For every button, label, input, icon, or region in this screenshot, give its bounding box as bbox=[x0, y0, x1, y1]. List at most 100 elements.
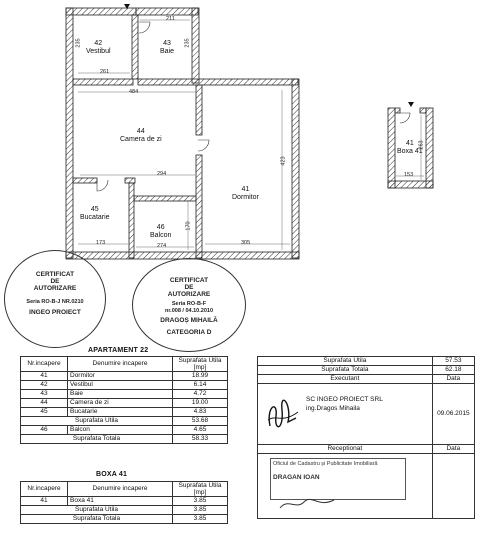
room-number: 43 bbox=[163, 40, 171, 47]
dimension-label: 274 bbox=[157, 243, 167, 249]
header-unit-text: [mp] bbox=[193, 489, 207, 496]
executant-cell: SC INGEO PROIECT SRL ing.Dragos Mihaila bbox=[257, 383, 433, 445]
subtotal-value: 3.85 bbox=[172, 505, 228, 515]
dimension-label: 235 bbox=[184, 38, 191, 48]
table-row: 43 Baie 4.72 bbox=[20, 389, 228, 399]
table-row: 46 Balcon 4.65 bbox=[20, 425, 228, 435]
summary-row: Suprafata Utila 57.53 bbox=[257, 356, 476, 366]
room-number: 46 bbox=[156, 224, 165, 231]
room-name: Dormitor bbox=[232, 194, 259, 201]
cell-name: Bucatarie bbox=[67, 407, 173, 417]
room-46-label: 46 Balcon bbox=[150, 224, 171, 240]
total-row: Suprafata Totala 58.33 bbox=[20, 434, 228, 444]
dimension-label: 484 bbox=[129, 89, 139, 95]
table-row: 42 Vestibul 6.14 bbox=[20, 380, 228, 390]
room-number: 41 bbox=[405, 140, 414, 147]
cell-nr: 46 bbox=[20, 425, 68, 435]
cell-nr: 43 bbox=[20, 389, 68, 399]
receptionat-date bbox=[431, 453, 476, 519]
floor-plan-drawing bbox=[65, 4, 434, 260]
executant-label: Executant bbox=[257, 374, 433, 384]
total-value: 3.85 bbox=[172, 514, 228, 524]
room-name: Bucatarie bbox=[80, 214, 110, 221]
cell-area: 3.85 bbox=[172, 496, 228, 506]
box-title: BOXA 41 bbox=[96, 471, 128, 478]
stamp-text: AUTORIZARE bbox=[167, 291, 211, 298]
cell-area: 4.72 bbox=[172, 389, 228, 399]
signature-image bbox=[267, 399, 299, 428]
cell-area: 19.00 bbox=[172, 398, 228, 408]
room-number: 41 bbox=[241, 186, 250, 193]
stamp-text: Seria RO-B-F bbox=[171, 301, 207, 307]
stamp-left: CERTIFICAT DE AUTORIZARE Seria RO-B-J NR… bbox=[4, 250, 106, 348]
room-name: Camera de zi bbox=[120, 136, 162, 143]
header-name: Denumire incapere bbox=[67, 481, 173, 497]
dimension-label: 263 bbox=[418, 140, 425, 150]
subtotal-label: Suprafata Utila bbox=[20, 416, 173, 426]
header-unit-text: [mp] bbox=[193, 364, 207, 371]
signature-image bbox=[279, 498, 335, 509]
total-value: 58.33 bbox=[172, 434, 228, 444]
box-41-label: 41 Boxa 41 bbox=[397, 140, 423, 156]
table-row: 41 Dormitor 18.99 bbox=[20, 371, 228, 381]
executant-row: SC INGEO PROIECT SRL ing.Dragos Mihaila … bbox=[257, 383, 476, 445]
table-header-row: Nr.incapere Denumire incapere Suprafata … bbox=[20, 481, 228, 497]
room-name: Baie bbox=[160, 48, 175, 55]
box-table: Nr.incapere Denumire incapere Suprafata … bbox=[20, 481, 228, 524]
cell-nr: 41 bbox=[20, 496, 68, 506]
table-row: 45 Bucatarie 4.83 bbox=[20, 407, 228, 417]
header-nr: Nr.incapere bbox=[20, 481, 68, 497]
cell-name: Dormitor bbox=[67, 371, 173, 381]
executant-header-row: Executant Data bbox=[257, 374, 476, 384]
cell-nr: 41 bbox=[20, 371, 68, 381]
room-number: 45 bbox=[90, 206, 99, 213]
header-area-text: Suprafata Utila bbox=[178, 357, 222, 364]
dimension-label: 261 bbox=[100, 69, 110, 75]
cell-nr: 44 bbox=[20, 398, 68, 408]
summary-table: Suprafata Utila 57.53 Suprafata Totala 6… bbox=[257, 356, 476, 519]
room-41-label: 41 Dormitor bbox=[232, 186, 259, 202]
stamp-text: DE bbox=[50, 278, 60, 285]
receptionat-stamp: Oficiul de Cadastru și Publicitate Imobi… bbox=[270, 458, 406, 500]
summary-total-value: 62.18 bbox=[431, 365, 476, 375]
floor-plan: 42 Vestibul 43 Baie 44 Camera de zi 41 D… bbox=[65, 4, 434, 260]
cell-area: 18.99 bbox=[172, 371, 228, 381]
summary-util-value: 57.53 bbox=[431, 356, 476, 366]
dimension-label: 294 bbox=[157, 171, 167, 177]
data-label: Data bbox=[431, 374, 476, 384]
executant-date: 09.06.2015 bbox=[431, 383, 476, 445]
stamp-text: DE bbox=[184, 284, 194, 291]
room-name: Vestibul bbox=[86, 48, 111, 55]
cell-area: 6.14 bbox=[172, 380, 228, 390]
room-45-label: 45 Bucatarie bbox=[80, 206, 110, 222]
stamp-text: CATEGORIA D bbox=[166, 329, 212, 336]
apartment-table: Nr.incapere Denumire incapere Suprafata … bbox=[20, 356, 228, 444]
cell-nr: 45 bbox=[20, 407, 68, 417]
summary-util-label: Suprafata Utila bbox=[257, 356, 433, 366]
table-row: 44 Camera de zi 19.00 bbox=[20, 398, 228, 408]
stamp-center: CERTIFICAT DE AUTORIZARE Seria RO-B-F nr… bbox=[132, 258, 246, 352]
dimension-label: 170 bbox=[185, 221, 192, 231]
dimension-label: 153 bbox=[404, 172, 414, 178]
receptionat-row: Oficiul de Cadastru și Publicitate Imobi… bbox=[257, 453, 476, 519]
data-label: Data bbox=[431, 444, 476, 454]
room-42-label: 42 Vestibul bbox=[86, 40, 111, 56]
subtotal-row: Suprafata Utila 3.85 bbox=[20, 505, 228, 515]
total-label: Suprafata Totala bbox=[20, 514, 173, 524]
room-44-label: 44 Camera de zi bbox=[120, 128, 162, 144]
stamp-text: DRAGAN IOAN bbox=[273, 474, 320, 481]
engineer-name: ing.Dragos Mihaila bbox=[306, 405, 360, 412]
company-name: SC INGEO PROIECT SRL bbox=[306, 396, 383, 403]
room-name: Boxa 41 bbox=[397, 148, 423, 155]
receptionat-label: Receptionat bbox=[257, 444, 433, 454]
receptionat-cell: Oficiul de Cadastru și Publicitate Imobi… bbox=[257, 453, 433, 519]
table-row: 41 Boxa 41 3.85 bbox=[20, 496, 228, 506]
cell-area: 4.65 bbox=[172, 425, 228, 435]
cell-nr: 42 bbox=[20, 380, 68, 390]
subtotal-label: Suprafata Utila bbox=[20, 505, 173, 515]
stamp-text: CERTIFICAT bbox=[35, 271, 75, 278]
stamp-text: AUTORIZARE bbox=[33, 285, 77, 292]
stamp-text: nr.008 / 04.10.2010 bbox=[164, 308, 213, 314]
stamp-text: INGEO PROIECT bbox=[29, 309, 81, 316]
header-nr: Nr.incapere bbox=[20, 356, 68, 372]
